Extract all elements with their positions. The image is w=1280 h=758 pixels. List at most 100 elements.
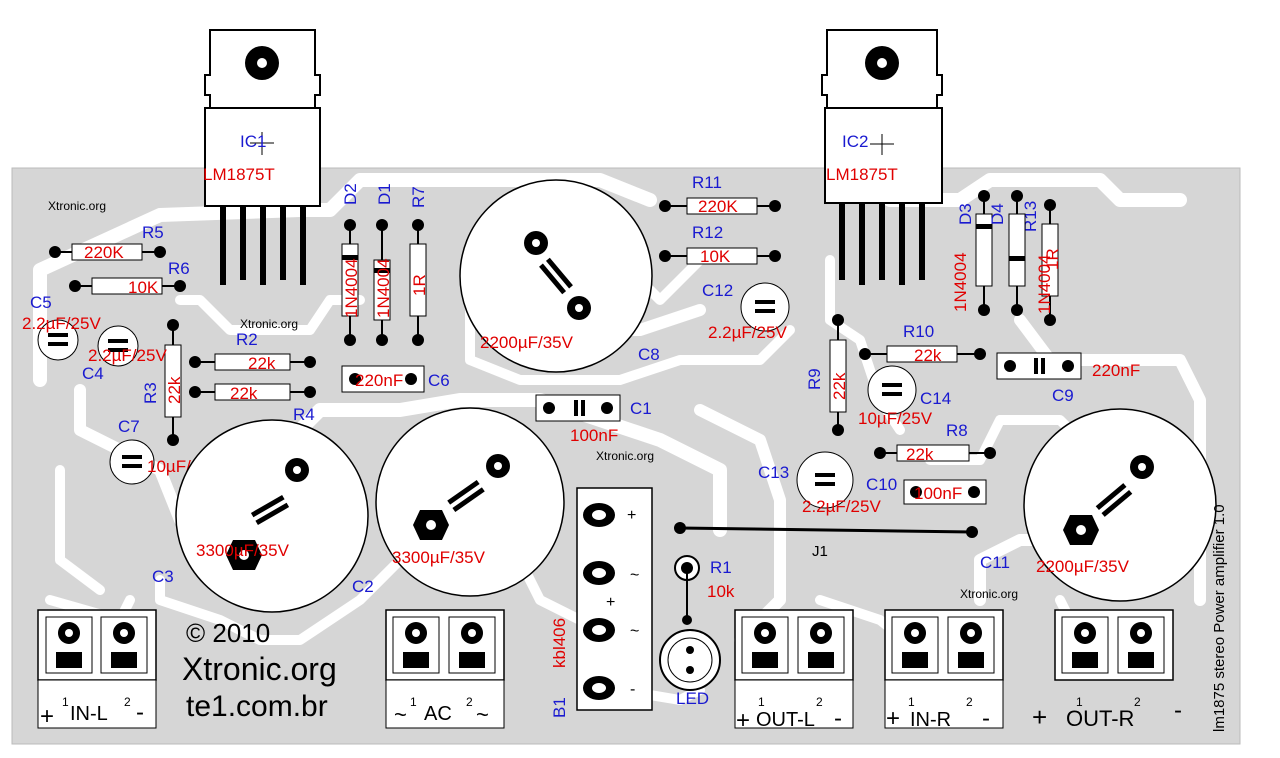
c9-value: 220nF	[1092, 361, 1140, 380]
r4-value: 22k	[230, 384, 258, 403]
c4-value: 2.2µF/25V	[88, 346, 167, 365]
resistor-r12: R12 10K	[659, 223, 781, 266]
c8-ref: C8	[638, 345, 660, 364]
b1-pin-label: +	[606, 594, 615, 611]
r11-value: 220K	[698, 197, 738, 216]
in-r-pin1: 1	[908, 695, 915, 709]
d4-value: 1N4004	[1035, 254, 1054, 314]
resistor-r9: R9 22k	[805, 314, 849, 436]
connector-in-l: + 1 IN-L 2 -	[37, 609, 157, 730]
resistor-r2: R2 22k	[189, 330, 316, 373]
resistor-r6: R6 10K	[69, 259, 190, 297]
out-l-label: OUT-L	[756, 709, 815, 731]
ic1-part: LM1875T	[203, 165, 275, 184]
ac-right: ~	[476, 702, 489, 727]
site-text: Xtronic.org	[182, 651, 337, 687]
ac-pin1: 1	[410, 695, 417, 709]
out-r-plus: +	[1032, 702, 1047, 732]
c9-ref: C9	[1052, 386, 1074, 405]
in-r-pin2: 2	[966, 695, 973, 709]
r7-value: 1R	[410, 274, 429, 296]
c3-ref: C3	[152, 567, 174, 586]
b1-pin-label: +	[627, 507, 636, 524]
c2-ref: C2	[352, 577, 374, 596]
c12-value: 2.2µF/25V	[708, 323, 787, 342]
c14-value: 10µF/25V	[858, 409, 933, 428]
c13-ref: C13	[758, 463, 789, 482]
c7-ref: C7	[118, 417, 140, 436]
connector-out-l: + 1 OUT-L 2 -	[734, 609, 854, 734]
in-l-pin2: 2	[124, 695, 131, 709]
c4-ref: C4	[82, 364, 104, 383]
site2-text: te1.com.br	[186, 690, 328, 723]
connector-out-r: + 1 OUT-R 2 -	[1032, 609, 1182, 732]
r8-ref: R8	[946, 421, 968, 440]
cap-c1: C1 100nF	[535, 394, 652, 445]
out-r-pin2: 2	[1134, 695, 1141, 709]
d3-value: 1N4004	[951, 252, 970, 312]
connector-ac: ~ 1 AC 2 ~	[385, 609, 505, 729]
cap-c14: C14 10µF/25V	[858, 365, 951, 428]
c11-ref: C11	[980, 553, 1010, 572]
connector-in-r: + 1 IN-R 2 -	[884, 609, 1004, 732]
out-r-pin1: 1	[1076, 695, 1083, 709]
board-title: lm1875 stereo Power amplifier 1.0	[1211, 504, 1228, 732]
ic2-to220: IC2 LM1875T	[821, 29, 943, 285]
watermark-text: Xtronic.org	[240, 317, 298, 331]
resistor-r13: R13 1R	[1021, 199, 1062, 326]
out-l-plus: +	[736, 707, 750, 734]
r11-ref: R11	[692, 173, 722, 192]
cap-c2: 3300µF/35V C2	[352, 407, 565, 597]
r9-value: 22k	[830, 372, 849, 400]
c10-ref: C10	[866, 475, 897, 494]
ic1-ref: IC1	[240, 132, 266, 151]
ic2-ref: IC2	[842, 132, 868, 151]
r12-value: 10K	[700, 247, 731, 266]
c1-ref: C1	[630, 399, 652, 418]
out-l-pin2: 2	[816, 695, 823, 709]
r7-ref: R7	[409, 186, 428, 208]
cap-c8: 2200µF/35V C8	[459, 179, 660, 373]
d2-ref: D2	[341, 183, 360, 205]
cap-c12: C12 2.2µF/25V	[702, 281, 790, 342]
r12-ref: R12	[692, 223, 723, 242]
d2-value: 1N4004	[342, 258, 361, 318]
c13-value: 2.2µF/25V	[802, 497, 881, 516]
r13-ref: R13	[1021, 201, 1040, 232]
watermark-text: Xtronic.org	[596, 449, 654, 463]
cap-c13: C13 2.2µF/25V	[758, 451, 881, 516]
d4-ref: D4	[988, 203, 1007, 225]
d1-ref: D1	[375, 183, 394, 205]
in-l-pin1: 1	[62, 695, 69, 709]
r10-ref: R10	[903, 322, 934, 341]
ac-pin2: 2	[466, 695, 473, 709]
r4-ref: R4	[293, 405, 315, 424]
cap-c9: C9 220nF	[996, 352, 1140, 405]
r3-ref: R3	[141, 382, 160, 404]
diode-d4: D4 1N4004	[988, 190, 1054, 316]
in-r-minus: -	[982, 705, 990, 732]
r10-value: 22k	[914, 346, 942, 365]
c5-ref: C5	[30, 293, 52, 312]
d3-ref: D3	[956, 203, 975, 225]
in-l-label: IN-L	[70, 703, 108, 725]
ac-left: ~	[394, 702, 407, 727]
r6-value: 10K	[128, 278, 159, 297]
resistor-r1: R1 10k	[674, 555, 735, 625]
r5-value: 220K	[84, 243, 124, 262]
cap-c10: C10 100nF	[866, 475, 987, 505]
c10-value: 100nF	[914, 484, 962, 503]
resistor-r8: R8 22k	[874, 421, 996, 464]
jumper-j1: J1	[674, 522, 978, 560]
led-label: LED	[676, 689, 709, 708]
resistor-r11: R11 220K	[659, 173, 781, 216]
c3-value: 3300µF/35V	[196, 541, 290, 560]
out-l-pin1: 1	[758, 695, 765, 709]
r1-ref: R1	[710, 558, 732, 577]
r1-value: 10k	[707, 582, 735, 601]
c1-value: 100nF	[570, 426, 618, 445]
b1-pin-label: ~	[630, 567, 639, 584]
led-indicator: LED	[659, 629, 721, 708]
